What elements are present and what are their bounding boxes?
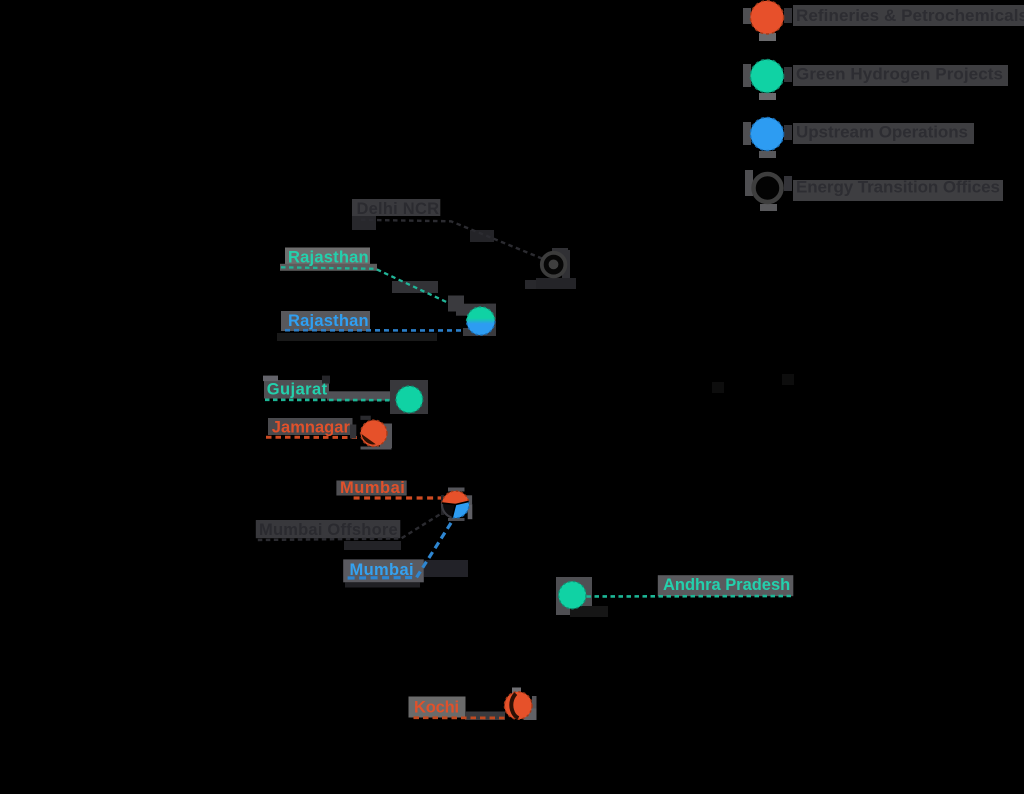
- svg-text:Rajasthan: Rajasthan: [288, 312, 369, 330]
- svg-text:Delhi NCR: Delhi NCR: [357, 200, 440, 218]
- svg-text:Upstream Operations: Upstream Operations: [796, 123, 968, 142]
- svg-text:Refineries & Petrochemicals: Refineries & Petrochemicals: [796, 6, 1024, 25]
- svg-text:Mumbai: Mumbai: [350, 561, 414, 579]
- svg-text:Mumbai: Mumbai: [340, 479, 405, 497]
- svg-text:Andhra Pradesh: Andhra Pradesh: [663, 576, 790, 594]
- svg-text:Energy Transition Offices: Energy Transition Offices: [796, 177, 1000, 196]
- svg-text:Kochi: Kochi: [414, 698, 459, 716]
- svg-text:Jamnagar: Jamnagar: [272, 418, 351, 436]
- svg-text:Gujarat: Gujarat: [267, 381, 328, 399]
- svg-text:Rajasthan: Rajasthan: [288, 248, 369, 266]
- svg-text:Mumbai Offshore: Mumbai Offshore: [259, 521, 398, 539]
- svg-text:Green Hydrogen Projects: Green Hydrogen Projects: [796, 64, 1003, 83]
